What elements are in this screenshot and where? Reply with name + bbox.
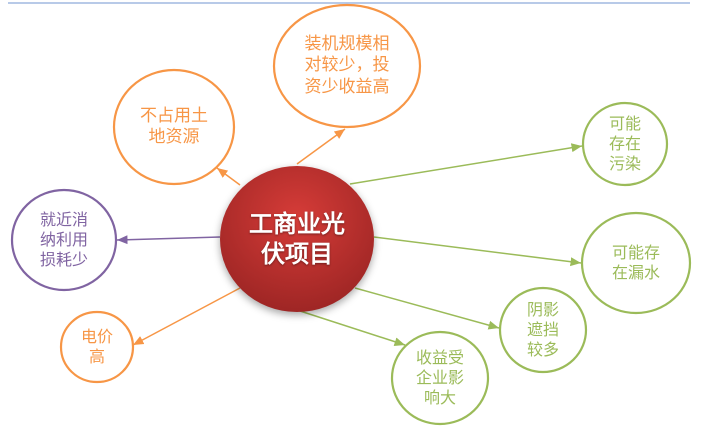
node-text: 就近消 — [39, 210, 88, 229]
node-text: 电价 — [80, 327, 113, 346]
node-investment: 装机规模相对较少，投资少收益高 — [274, 5, 420, 127]
node-text: 可能 — [608, 114, 641, 133]
node-text: 存在 — [608, 134, 641, 153]
arrow-shadow — [354, 287, 500, 330]
arrow-local — [116, 235, 221, 245]
node-shadow: 阴影遮挡较多 — [500, 288, 586, 372]
arrow-pollution — [349, 143, 583, 185]
arrow-land — [216, 167, 241, 186]
node-text: 不占用土 — [140, 105, 208, 126]
node-text: 资少收益高 — [304, 76, 390, 97]
node-income-circle — [390, 330, 490, 426]
node-text: 阴影 — [526, 300, 559, 319]
node-text: 较多 — [526, 340, 559, 359]
node-local-circle — [10, 188, 118, 292]
node-text: 对较少，投 — [304, 55, 390, 76]
node-text: 收益受 — [415, 348, 464, 367]
node-text: 高 — [88, 347, 105, 366]
center-circle — [220, 166, 374, 312]
arrow-income — [296, 309, 406, 347]
center-node: 工商业光伏项目 — [220, 166, 374, 312]
node-text: 损耗少 — [39, 250, 88, 269]
node-investment-circle — [272, 3, 422, 129]
center-line: 工商业光 — [249, 210, 345, 238]
node-pollution-circle — [581, 101, 669, 187]
node-leak-circle — [580, 211, 692, 315]
node-land-circle — [112, 68, 236, 186]
arrow-price — [132, 287, 241, 346]
node-text: 在漏水 — [611, 263, 660, 282]
arrow-leak — [373, 236, 582, 267]
node-local: 就近消纳利用损耗少 — [12, 190, 116, 290]
node-text: 响大 — [423, 388, 456, 407]
node-text: 装机规模相 — [304, 34, 390, 55]
node-text: 纳利用 — [39, 230, 88, 249]
node-text: 污染 — [608, 154, 641, 173]
node-text: 可能存 — [611, 243, 660, 262]
node-price-circle — [59, 310, 135, 384]
arrow-investment — [296, 128, 346, 165]
node-pollution: 可能存在污染 — [583, 103, 667, 185]
node-price: 电价高 — [61, 312, 133, 382]
node-leak: 可能存在漏水 — [582, 213, 690, 313]
node-text: 遮挡 — [526, 320, 559, 339]
node-shadow-circle — [498, 286, 588, 374]
connectors — [116, 128, 583, 347]
node-text: 地资源 — [148, 127, 200, 147]
center-line: 伏项目 — [261, 240, 333, 268]
node-text: 企业影 — [415, 368, 464, 387]
node-income: 收益受企业影响大 — [392, 332, 488, 424]
node-land: 不占用土地资源 — [114, 70, 234, 184]
